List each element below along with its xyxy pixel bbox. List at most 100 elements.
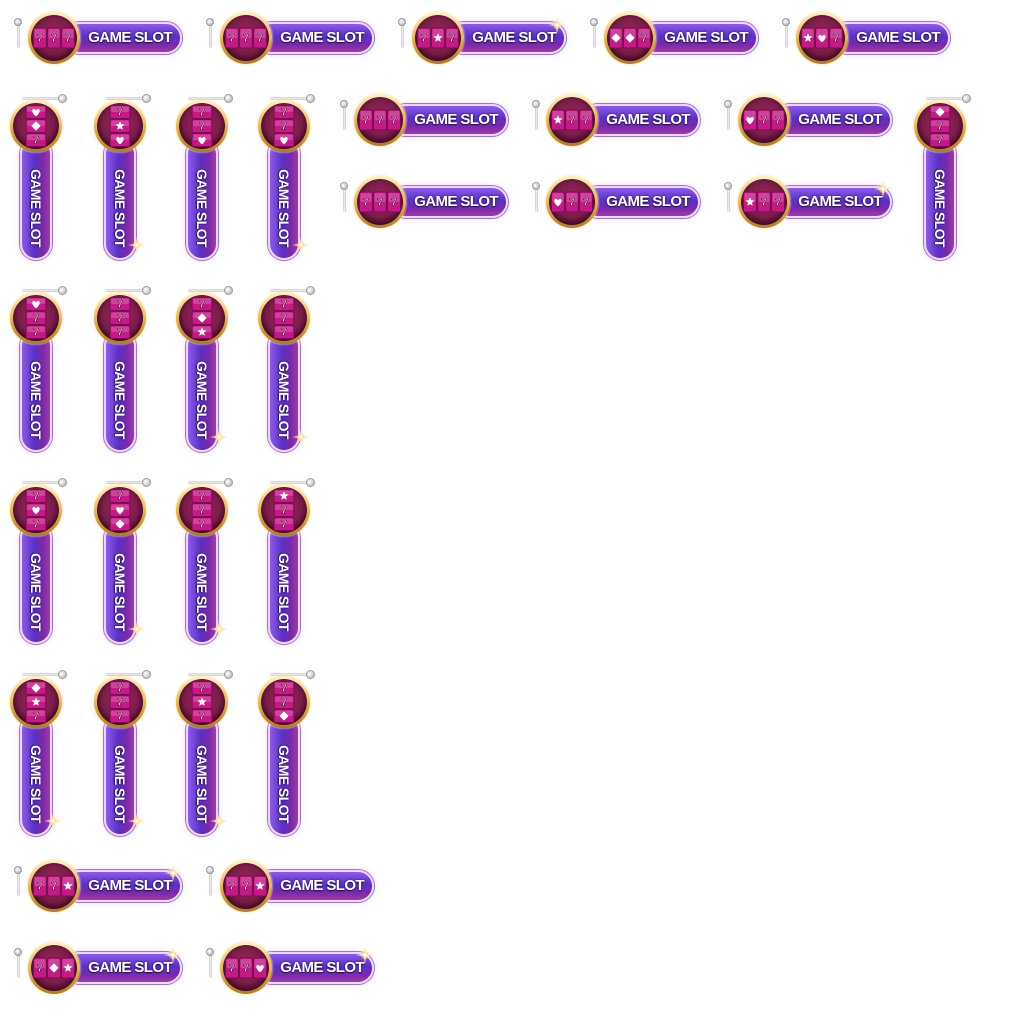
label-bar: GAME SLOT [256, 22, 374, 54]
reel-tile [579, 109, 593, 131]
game-slot-label: GAME SLOT [280, 29, 364, 46]
reel-symbol-7: 7 [117, 108, 123, 119]
reel-tile [25, 133, 47, 147]
reel-symbol-7: 7 [281, 300, 287, 311]
reel-tile [191, 709, 213, 723]
game-slot-label: GAME SLOT [606, 193, 690, 210]
slot-lever-icon [22, 94, 68, 104]
label-bar: GAME SLOT [582, 186, 700, 218]
reel-symbol-7: 7 [243, 964, 249, 975]
reel-tile [61, 27, 75, 49]
reel-symbol-square [625, 33, 635, 43]
reel-symbol-7: 7 [33, 328, 39, 339]
reel-tile [191, 119, 213, 133]
slot-lever-icon [340, 100, 348, 130]
label-bar: GAME SLOT [774, 104, 892, 136]
reel-symbol-7: 7 [775, 198, 781, 209]
reel-symbol-7: 7 [641, 34, 647, 45]
reel-symbol-star [197, 697, 207, 706]
slot-reel-icon: 7 [8, 674, 64, 730]
reel-tile [33, 875, 47, 897]
slot-lever-icon [532, 182, 540, 212]
reel-tile [191, 297, 213, 311]
label-bar: GAME SLOT [832, 22, 950, 54]
reel-tile [191, 489, 213, 503]
label-bar: GAME SLOT [448, 22, 566, 54]
reel-tile [771, 191, 785, 213]
slot-lever-icon [340, 182, 348, 212]
slot-lever-icon [206, 948, 214, 978]
slot-lever-icon [106, 478, 152, 488]
reel-tile [109, 709, 131, 723]
label-bar: GAME SLOT [186, 522, 218, 644]
game-slot-label: GAME SLOT [194, 745, 210, 823]
label-bar: GAME SLOT [20, 714, 52, 836]
reel-tile [373, 191, 387, 213]
label-bar: GAME SLOT [186, 330, 218, 452]
game-slot-label: GAME SLOT [280, 877, 364, 894]
reel-symbol-7: 7 [281, 520, 287, 531]
reel-symbol-7: 7 [37, 34, 43, 45]
reel-disc: 7 [794, 10, 850, 66]
reel-tile [239, 875, 253, 897]
reel-tile [109, 105, 131, 119]
game-slot-label: GAME SLOT [414, 193, 498, 210]
reel-symbol-star [553, 115, 563, 124]
reel-symbol-7: 7 [117, 684, 123, 695]
game-slot-label: GAME SLOT [28, 169, 44, 247]
slot-reel-icon: 77 [8, 482, 64, 538]
label-bar: GAME SLOT [268, 522, 300, 644]
game-slot-label: GAME SLOT [194, 169, 210, 247]
label-bar: GAME SLOT [64, 870, 182, 902]
slot-reel-icon: 77 [256, 674, 312, 730]
reel-symbol-7: 7 [229, 964, 235, 975]
slot-lever-icon [206, 866, 214, 896]
reel-symbol-7: 7 [449, 34, 455, 45]
reel-tile [109, 311, 131, 325]
reel-tile [225, 875, 239, 897]
slot-reel-icon: 77 [256, 482, 312, 538]
reel-symbol-7: 7 [569, 116, 575, 127]
reel-symbol-heart [32, 108, 40, 117]
slot-reel-icon: 7 [794, 10, 850, 66]
reel-tile [273, 325, 295, 339]
slot-lever-icon [270, 94, 316, 104]
slot-lever-icon [22, 478, 68, 488]
slot-lever-icon [532, 100, 540, 130]
reel-symbol-7: 7 [363, 198, 369, 209]
reel-symbol-square [279, 711, 289, 721]
reel-symbol-square [49, 963, 59, 973]
reel-tile [929, 133, 951, 147]
reel-symbol-star [63, 881, 73, 890]
reel-symbol-7: 7 [117, 314, 123, 325]
reel-symbol-heart [32, 300, 40, 309]
reel-tile [225, 27, 239, 49]
reel-symbol-7: 7 [833, 34, 839, 45]
reel-tile [387, 109, 401, 131]
game-slot-label: GAME SLOT [112, 553, 128, 631]
reel-symbol-7: 7 [775, 116, 781, 127]
game-slot-label: GAME SLOT [194, 553, 210, 631]
reel-symbol-7: 7 [33, 136, 39, 147]
reel-disc: 7 [8, 98, 64, 154]
reel-tile [757, 109, 771, 131]
